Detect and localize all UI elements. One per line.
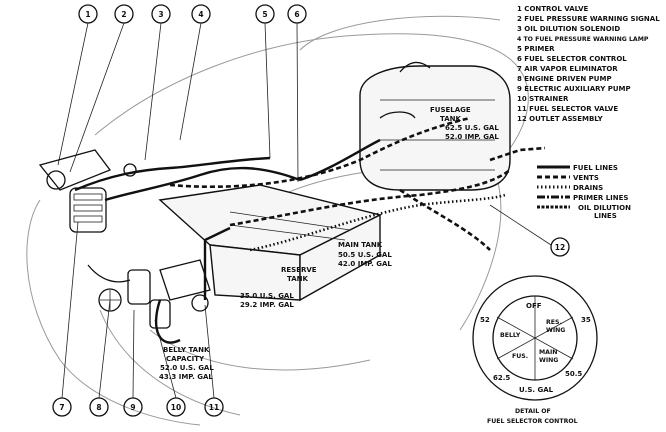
legend-label-drains: DRAINS <box>573 184 603 192</box>
callout-12 <box>550 237 570 257</box>
parts-list-10: 10 STRAINER <box>517 95 569 103</box>
legend-label-oil-2: LINES <box>594 212 617 220</box>
engine-driven-pump <box>98 288 122 312</box>
reserve-tank-line1: RESERVE <box>281 266 317 274</box>
parts-list-1: 1 CONTROL VALVE <box>517 5 589 13</box>
dial-62-5: 62.5 <box>493 374 510 382</box>
callout-12-label: 12 <box>555 243 565 252</box>
dial-belly: BELLY <box>500 332 521 339</box>
strainer <box>149 299 171 329</box>
main-tank-line2: 50.5 U.S. GAL <box>338 251 392 259</box>
legend-label-vents: VENTS <box>573 174 599 182</box>
legend-label-oil-1: OIL DILUTION <box>578 204 631 212</box>
wing-tanks: MAIN TANK 50.5 U.S. GAL 42.0 IMP. GAL RE… <box>158 184 392 381</box>
reserve-tank-line3: 35.0 U.S. GAL <box>240 292 294 300</box>
dial-35: 35 <box>581 316 591 324</box>
parts-list-4: 4 TO FUEL PRESSURE WARNING LAMP <box>517 36 649 43</box>
dial-res-wing-2: WING <box>546 327 565 334</box>
parts-list-9: 9 ELECTRIC AUXILIARY PUMP <box>517 85 631 93</box>
fuselage-tank-line3: 62.5 U.S. GAL <box>445 124 499 132</box>
piping <box>74 61 546 344</box>
parts-list-7: 7 AIR VAPOR ELIMINATOR <box>517 65 618 73</box>
legend-label-fuel: FUEL LINES <box>573 164 618 172</box>
main-tank <box>299 213 381 302</box>
leader-lines <box>57 22 552 399</box>
detail-caption-2: FUEL SELECTOR CONTROL <box>487 418 578 425</box>
parts-list: 1 CONTROL VALVE 2 FUEL PRESSURE WARNING … <box>517 5 660 123</box>
detail-caption-1: DETAIL OF <box>515 408 551 415</box>
fuselage-tank-line1: FUSELAGE <box>430 106 471 114</box>
callout-5-label: 5 <box>262 10 267 19</box>
control-valve <box>46 170 66 190</box>
callout-7-label: 7 <box>59 403 64 412</box>
belly-tank-line3: 52.0 U.S. GAL <box>160 364 214 372</box>
parts-list-6: 6 FUEL SELECTOR CONTROL <box>517 55 627 63</box>
dial-main-wing-1: MAIN <box>539 349 557 356</box>
parts-list-12: 12 OUTLET ASSEMBLY <box>517 115 604 123</box>
belly-tank-line4: 43.3 IMP. GAL <box>159 373 213 381</box>
legend-label-primer: PRIMER LINES <box>573 194 628 202</box>
electric-auxiliary-pump <box>127 269 151 305</box>
callout-3-label: 3 <box>158 10 163 19</box>
fuel-selector-valve <box>191 294 209 312</box>
callout-6-label: 6 <box>294 10 299 19</box>
air-vapor-eliminator <box>69 187 107 233</box>
belly-tank-line2: CAPACITY <box>166 355 205 363</box>
callout-8-label: 8 <box>96 403 101 412</box>
engine-accessories <box>38 149 211 329</box>
line-type-legend: FUEL LINES VENTS DRAINS PRIMER LINES OIL… <box>537 164 631 220</box>
dial-unit: U.S. GAL <box>519 386 554 394</box>
dial-off: OFF <box>526 302 542 310</box>
fuselage-tank-line2: TANK <box>440 115 462 123</box>
selector-dial-outer <box>472 275 598 401</box>
callout-2-label: 2 <box>121 10 126 19</box>
parts-list-3: 3 OIL DILUTION SOLENOID <box>517 25 620 33</box>
parts-list-2: 2 FUEL PRESSURE WARNING SIGNAL <box>517 15 660 23</box>
dial-fus: FUS. <box>512 353 528 360</box>
callout-11-label: 11 <box>209 403 219 412</box>
reserve-tank-line4: 29.2 IMP. GAL <box>240 301 294 309</box>
dial-50-5: 50.5 <box>565 370 582 378</box>
reserve-tank-line2: TANK <box>287 275 309 283</box>
selector-detail: OFF RES. WING MAIN WING FUS. BELLY 52 35… <box>472 275 598 425</box>
fuselage-tank-line4: 52.0 IMP. GAL <box>445 133 499 141</box>
parts-list-8: 8 ENGINE DRIVEN PUMP <box>517 75 612 83</box>
dial-52: 52 <box>480 316 490 324</box>
main-tank-line1: MAIN TANK <box>338 241 383 249</box>
callout-10-label: 10 <box>171 403 181 412</box>
parts-list-5: 5 PRIMER <box>517 45 555 53</box>
callout-1-label: 1 <box>85 10 90 19</box>
belly-tank-line1: BELLY TANK <box>163 346 210 354</box>
callout-9-label: 9 <box>130 403 135 412</box>
dial-res-wing-1: RES. <box>546 319 562 326</box>
dial-main-wing-2: WING <box>539 357 558 364</box>
main-tank-line3: 42.0 IMP. GAL <box>338 260 392 268</box>
callout-4-label: 4 <box>198 10 203 19</box>
parts-list-11: 11 FUEL SELECTOR VALVE <box>517 105 618 113</box>
